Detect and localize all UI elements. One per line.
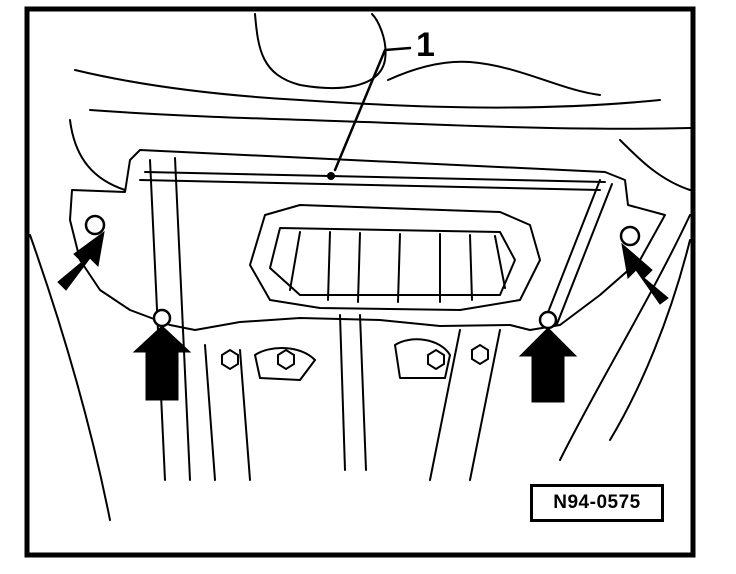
left-body-edge	[69, 119, 126, 191]
right-body-edge	[619, 139, 691, 191]
right-bracket	[394, 338, 451, 379]
right-rod	[544, 179, 613, 325]
nut-icon	[471, 343, 489, 366]
nut-icon	[277, 348, 295, 371]
bolt-icon	[84, 214, 106, 236]
bolt-icon	[538, 310, 558, 330]
upper-contour	[254, 13, 387, 90]
callout-number-1: 1	[416, 26, 435, 64]
opening-ribs-outer	[289, 231, 506, 291]
fill-arrow-icon	[57, 230, 105, 291]
fill-arrow-icon	[621, 242, 669, 305]
nut-icon	[427, 348, 445, 371]
upper-contour-3	[74, 69, 661, 109]
callout-leader	[333, 46, 412, 172]
bolt-icon	[152, 308, 172, 328]
left-member	[204, 344, 251, 481]
upper-contour-4	[89, 109, 691, 130]
center-opening-inner	[269, 227, 516, 296]
right-lower-edge	[559, 214, 691, 461]
center-opening	[249, 204, 541, 311]
cover-plate	[69, 149, 666, 331]
plate-rail	[139, 179, 601, 191]
plate-rail-2	[144, 171, 606, 183]
nut-icon	[221, 348, 239, 371]
illustration-border	[24, 6, 696, 558]
opening-ribs	[327, 231, 473, 303]
left-bracket	[254, 347, 316, 381]
fill-arrow-icon	[132, 325, 192, 401]
fill-arrow-icon	[518, 327, 578, 403]
bolt-icon	[619, 225, 641, 247]
upper-contour-2	[387, 60, 601, 96]
center-member	[339, 314, 367, 471]
callout-point	[327, 172, 335, 180]
figure-reference-code: N94-0575	[530, 484, 664, 522]
left-lower-edge	[29, 234, 111, 521]
right-lower-edge-2	[609, 239, 691, 441]
right-member	[429, 329, 501, 481]
